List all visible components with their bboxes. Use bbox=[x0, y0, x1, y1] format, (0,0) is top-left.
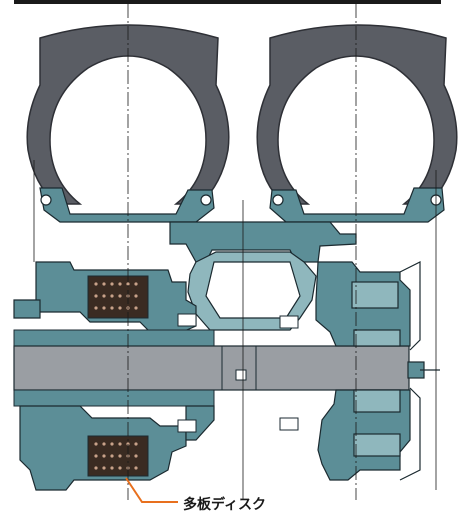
upper-bearing bbox=[177, 313, 299, 329]
multi-plate-disk-label: 多板ディスク bbox=[183, 497, 267, 513]
right-rim bbox=[269, 187, 445, 223]
upper-multi-plate-disk bbox=[87, 275, 149, 319]
callout-leader-line bbox=[125, 477, 178, 503]
axle-shaft bbox=[13, 329, 410, 407]
wheel-hub bbox=[169, 221, 357, 331]
differential-unit bbox=[315, 261, 411, 481]
right-tire bbox=[256, 24, 458, 205]
lower-multi-plate-disk bbox=[87, 435, 149, 477]
top-border-line bbox=[14, 0, 441, 4]
frame-housing bbox=[399, 261, 440, 481]
lower-bearing bbox=[177, 417, 299, 433]
centerlines bbox=[33, 4, 437, 500]
left-rim bbox=[39, 187, 215, 223]
